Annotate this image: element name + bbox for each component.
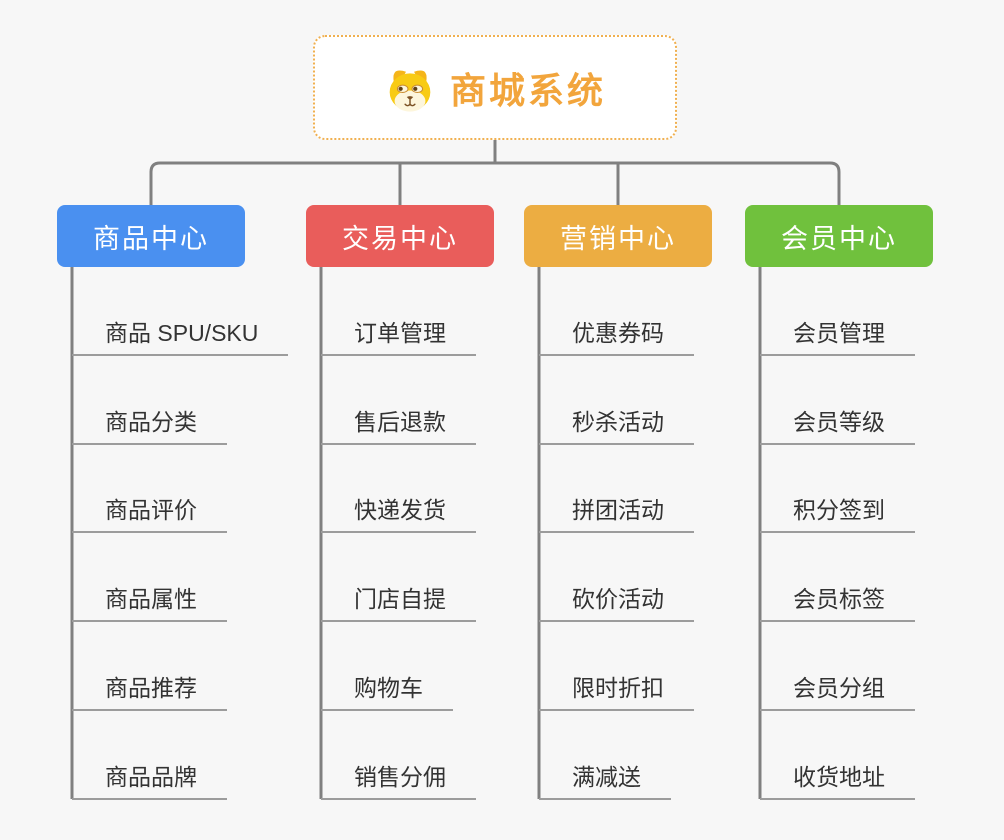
leaf-topic[interactable]: 商品属性 <box>72 580 227 622</box>
leaf-topic[interactable]: 门店自提 <box>321 580 476 622</box>
leaf-topic[interactable]: 限时折扣 <box>539 669 694 711</box>
leaf-topic[interactable]: 订单管理 <box>321 314 476 356</box>
leaf-topic[interactable]: 砍价活动 <box>539 580 694 622</box>
leaf-topic[interactable]: 满减送 <box>539 758 671 800</box>
leaf-topic[interactable]: 销售分佣 <box>321 758 476 800</box>
leaf-topic[interactable]: 商品品牌 <box>72 758 227 800</box>
leaf-topic[interactable]: 秒杀活动 <box>539 403 694 445</box>
leaf-topic[interactable]: 拼团活动 <box>539 491 694 533</box>
leaf-topic[interactable]: 优惠券码 <box>539 314 694 356</box>
leaf-topic[interactable]: 商品评价 <box>72 491 227 533</box>
leaf-topic[interactable]: 售后退款 <box>321 403 476 445</box>
branch-member-center[interactable]: 会员中心 <box>745 205 933 267</box>
leaf-topic[interactable]: 商品 SPU/SKU <box>72 314 289 356</box>
leaf-topic[interactable]: 商品分类 <box>72 403 227 445</box>
root-topic[interactable]: 商城系统 <box>313 35 677 140</box>
branch-marketing-center[interactable]: 营销中心 <box>524 205 712 267</box>
leaf-topic[interactable]: 会员标签 <box>760 580 915 622</box>
branch-label: 会员中心 <box>781 223 897 254</box>
branch-product-center[interactable]: 商品中心 <box>57 205 245 267</box>
leaf-topic[interactable]: 会员分组 <box>760 669 915 711</box>
leaf-topic[interactable]: 收货地址 <box>760 758 915 800</box>
branch-label: 交易中心 <box>342 223 458 254</box>
branch-trade-center[interactable]: 交易中心 <box>306 205 494 267</box>
leaf-topic[interactable]: 会员管理 <box>760 314 915 356</box>
leaf-topic[interactable]: 购物车 <box>321 669 453 711</box>
branch-label: 商品中心 <box>93 223 209 254</box>
leaf-topic[interactable]: 会员等级 <box>760 403 915 445</box>
root-topic-label: 商城系统 <box>449 69 606 111</box>
dog-face-icon <box>389 70 431 112</box>
leaf-topic[interactable]: 积分签到 <box>760 491 915 533</box>
branch-label: 营销中心 <box>560 223 676 254</box>
leaf-topic[interactable]: 快递发货 <box>321 491 476 533</box>
leaf-topic[interactable]: 商品推荐 <box>72 669 227 711</box>
